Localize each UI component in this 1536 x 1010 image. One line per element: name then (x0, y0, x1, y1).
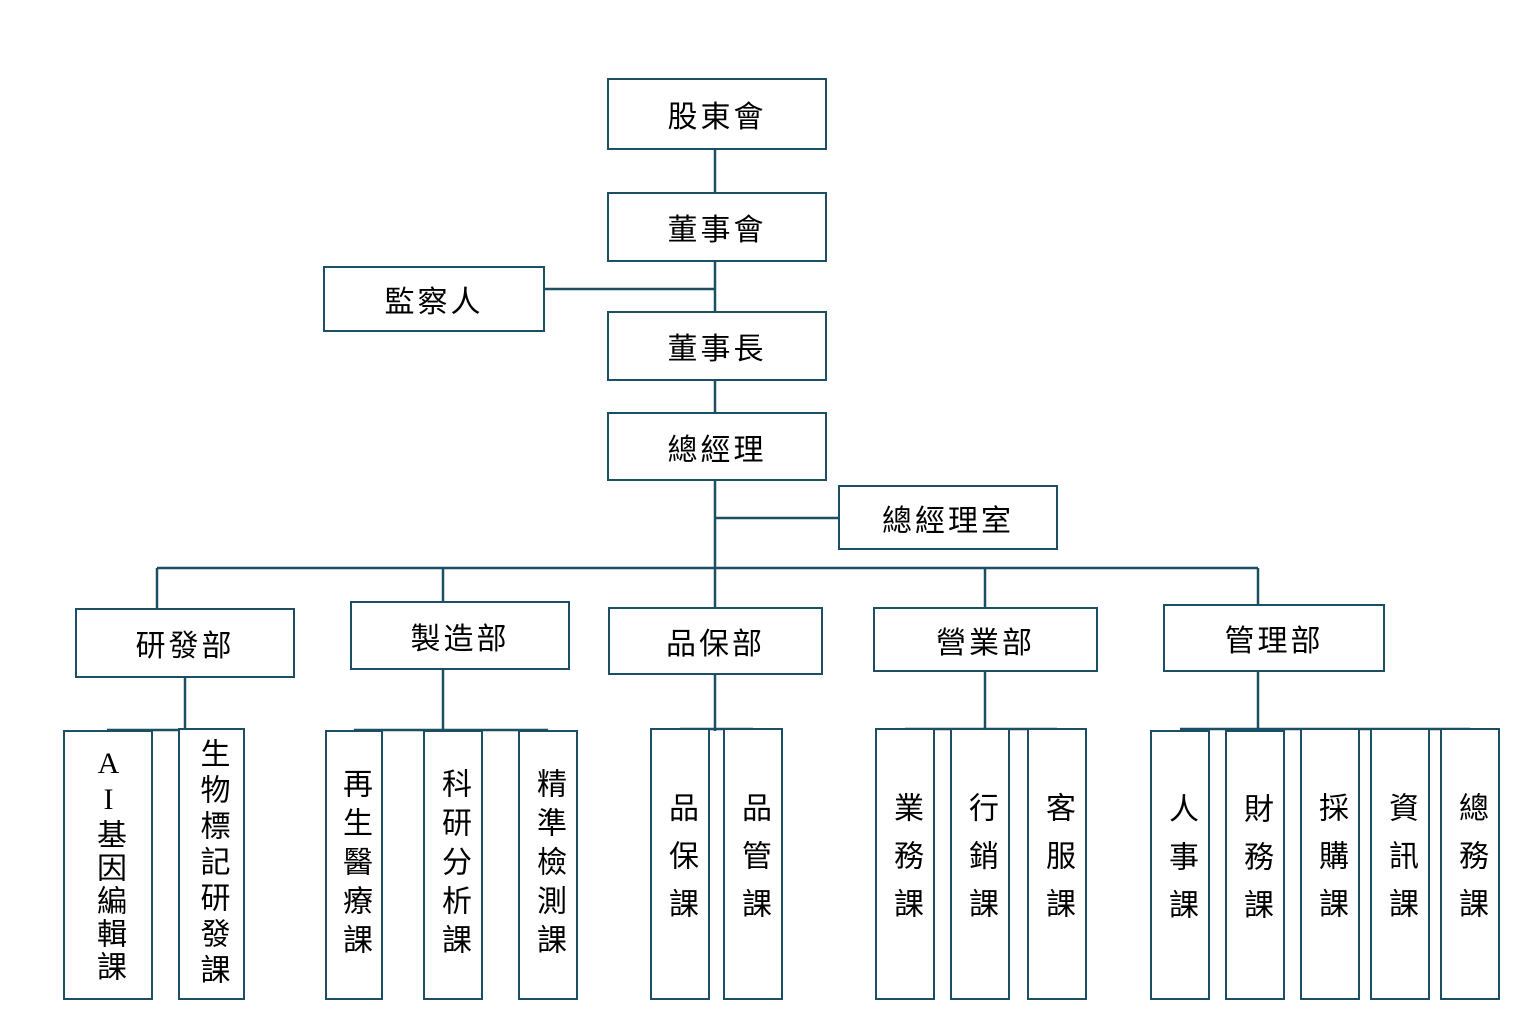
section-general-affairs-label: 總務課 (1454, 792, 1487, 936)
section-hr-label: 人事課 (1164, 793, 1197, 937)
node-shareholders: 股東會 (607, 78, 827, 150)
section-procurement-label: 採購課 (1314, 792, 1347, 936)
dept-rd: 研發部 (75, 608, 295, 678)
dept-qa-label: 品保部 (666, 628, 765, 661)
node-supervisor-label: 監察人 (384, 286, 484, 319)
section-quality-control: 品管課 (723, 728, 783, 1000)
node-shareholders-label: 股東會 (667, 101, 767, 134)
section-hr: 人事課 (1150, 730, 1210, 1000)
section-precision-testing: 精準檢測課 (518, 730, 578, 1000)
dept-manufacturing: 製造部 (350, 601, 570, 670)
section-quality-control-label: 品管課 (737, 792, 770, 936)
section-biomarker-rd: 生物標記研發課 (178, 728, 245, 1000)
section-it-label: 資訊課 (1384, 792, 1417, 936)
section-precision-testing-label: 精準檢測課 (532, 767, 565, 963)
section-finance: 財務課 (1225, 730, 1285, 1000)
node-supervisor: 監察人 (323, 266, 545, 332)
section-research-analysis: 科研分析課 (423, 730, 483, 1000)
section-regenerative-medicine-label: 再生醫療課 (338, 767, 371, 963)
section-business-label: 業務課 (889, 792, 922, 936)
section-general-affairs: 總務課 (1440, 728, 1500, 1000)
section-customer-service-label: 客服課 (1041, 792, 1074, 936)
node-chairman-label: 董事長 (667, 333, 767, 366)
node-gm-office-label: 總經理室 (882, 504, 1014, 538)
dept-management-label: 管理部 (1224, 625, 1324, 658)
section-finance-label: 財務課 (1239, 793, 1272, 937)
node-chairman: 董事長 (607, 311, 827, 381)
section-ai-gene-editing: AI基因編輯課 (63, 730, 153, 1000)
section-it: 資訊課 (1370, 728, 1430, 1000)
dept-management: 管理部 (1163, 604, 1385, 672)
section-regenerative-medicine: 再生醫療課 (325, 730, 383, 1000)
dept-rd-label: 研發部 (135, 630, 235, 663)
section-quality-assurance-label: 品保課 (664, 792, 697, 936)
node-general-manager-label: 總經理 (667, 433, 767, 467)
section-business: 業務課 (875, 728, 935, 1000)
node-board-label: 董事會 (667, 214, 767, 247)
dept-sales-label: 營業部 (936, 626, 1035, 660)
section-research-analysis-label: 科研分析課 (437, 767, 470, 963)
node-gm-office: 總經理室 (838, 485, 1058, 550)
section-marketing-label: 行銷課 (964, 792, 997, 936)
node-general-manager: 總經理 (607, 412, 827, 481)
section-quality-assurance: 品保課 (650, 728, 710, 1000)
section-marketing: 行銷課 (950, 728, 1010, 1000)
dept-manufacturing-label: 製造部 (410, 622, 510, 656)
dept-qa: 品保部 (608, 607, 823, 675)
section-procurement: 採購課 (1300, 728, 1360, 1000)
section-biomarker-rd-label: 生物標記研發課 (195, 738, 229, 990)
section-ai-gene-editing-label: AI基因編輯課 (92, 746, 125, 984)
dept-sales: 營業部 (873, 607, 1098, 672)
section-customer-service: 客服課 (1027, 728, 1087, 1000)
node-board: 董事會 (607, 192, 827, 262)
